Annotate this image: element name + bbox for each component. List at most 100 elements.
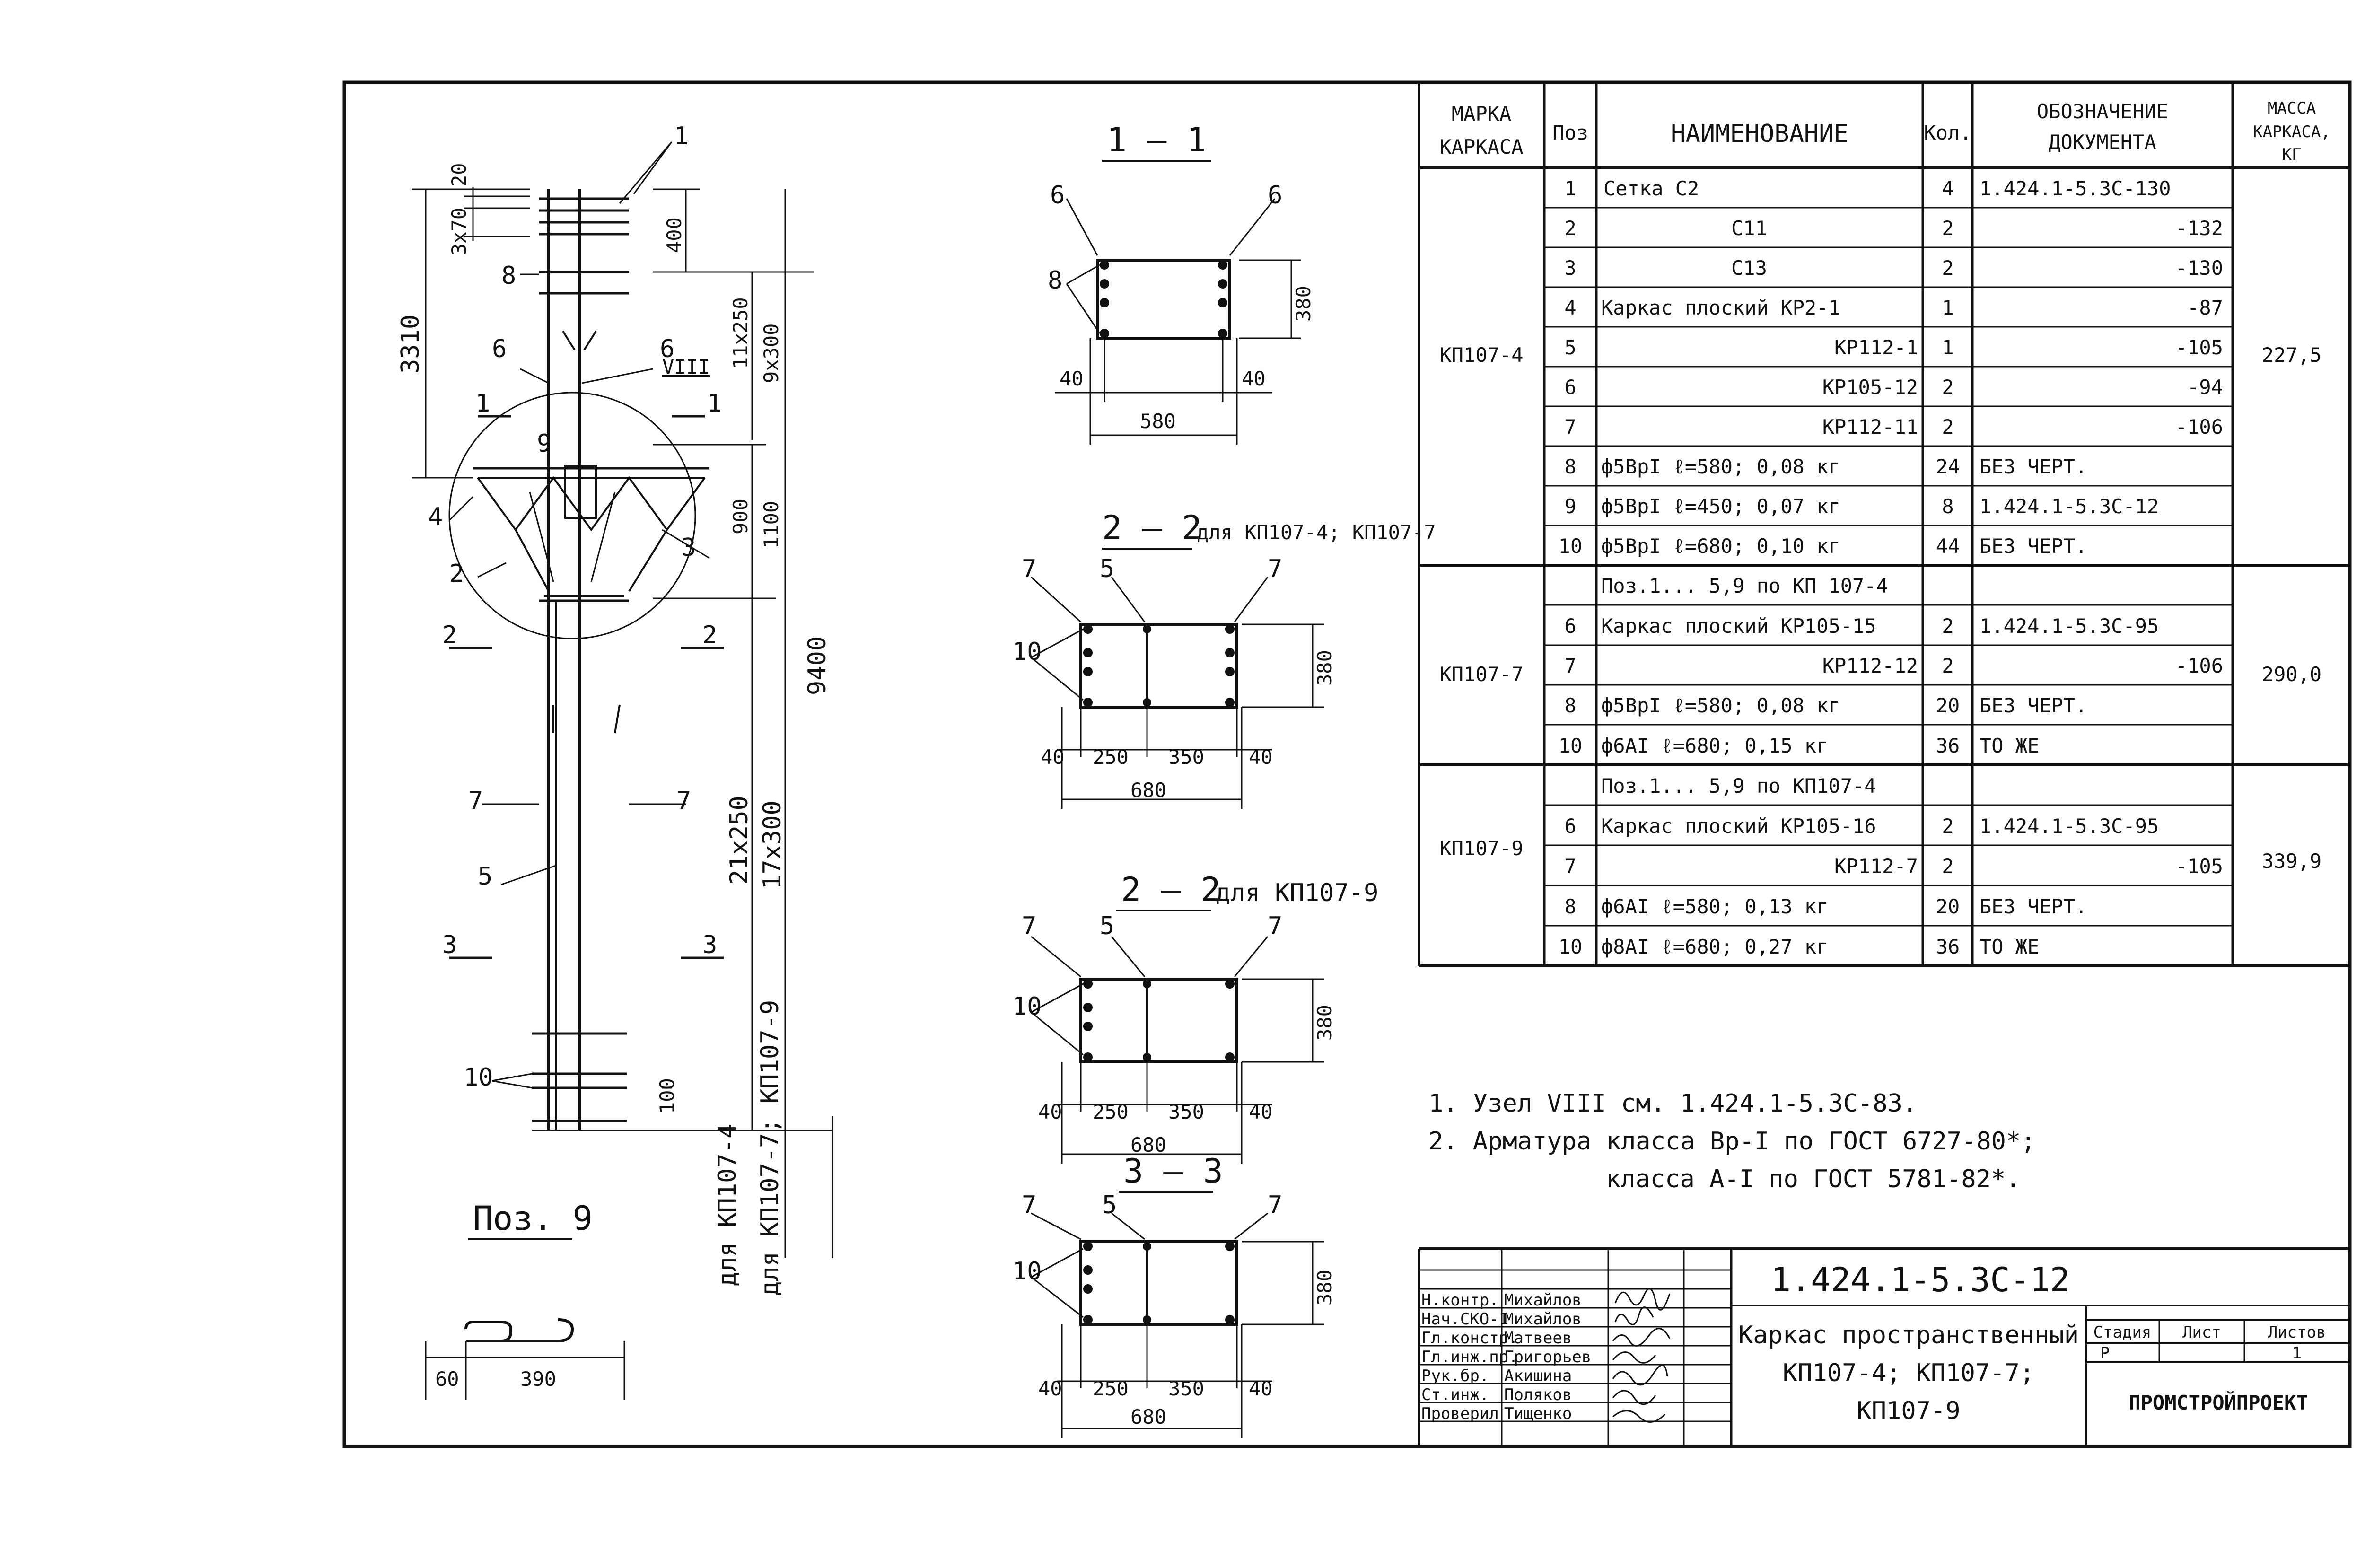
table-row-doc: БЕЗ ЧЕРТ. — [1980, 534, 2087, 558]
section-2-2a-note: для КП107-4; КП107-7 — [1197, 521, 1436, 544]
table-row-pos: 1 — [1564, 177, 1576, 200]
table-row-pos: 2 — [1564, 217, 1576, 240]
dim-11x250: 11x250 — [729, 297, 752, 369]
dim-400: 400 — [663, 217, 686, 253]
table-row-qty: 2 — [1942, 415, 1953, 438]
dim-3x70: 3x70 — [447, 208, 471, 255]
pos-callout-5: 5 — [478, 862, 492, 891]
pos-callout-10: 10 — [464, 1063, 493, 1092]
section-2-2b-dim-350: 350 — [1168, 1100, 1204, 1123]
section-2-2b-callout-7-left: 7 — [1022, 912, 1036, 940]
dim-9400: 9400 — [803, 636, 832, 695]
pos9-title: Поз. 9 — [473, 1199, 593, 1238]
section-2-2a-callout-7-right: 7 — [1268, 555, 1282, 583]
table-row-doc: ТО ЖЕ — [1980, 734, 2039, 757]
table-row-name: Поз.1... 5,9 по КП107-4 — [1601, 774, 1876, 797]
table-row-doc: БЕЗ ЧЕРТ. — [1980, 455, 2087, 478]
table-row-name: Каркас плоский КР2-1 — [1601, 296, 1840, 319]
spec-group-3-mass: 339,9 — [2262, 850, 2321, 873]
spec-group-2-mark: КП107-7 — [1439, 663, 1523, 686]
table-row-doc: -132 — [2175, 217, 2223, 240]
spec-group-1-rows: 1 Сетка С2 4 1.424.1-5.3С-130 2 С11 2 -1… — [1559, 177, 2223, 558]
section-2-2b-callout-10: 10 — [1012, 992, 1042, 1021]
table-row-qty: 1 — [1942, 336, 1953, 359]
section-1-1-callout-8: 8 — [1048, 266, 1062, 295]
staff-role: Гл.инж.пр. — [1421, 1348, 1518, 1367]
section-1-1-dim-40-left: 40 — [1060, 367, 1084, 390]
dim-21x250: 21x250 — [725, 796, 753, 885]
section-2-2b-callout-7-right: 7 — [1268, 912, 1282, 940]
dim-900: 900 — [729, 499, 752, 534]
section-2-2b-dim-40-left: 40 — [1038, 1100, 1062, 1123]
spec-group-3-rows: Поз.1... 5,9 по КП107-4 6 Каркас плоский… — [1559, 774, 2223, 958]
dim-20: 20 — [447, 163, 471, 187]
section-2-2a-callout-7-left: 7 — [1022, 555, 1036, 583]
section-3-3-dim-40-right: 40 — [1249, 1377, 1273, 1400]
length-note-kp107-7-9: для КП107-7; КП107-9 — [756, 1000, 784, 1296]
section-2-2b-dim-250: 250 — [1093, 1100, 1129, 1123]
stage-value: Р — [2100, 1344, 2110, 1363]
section-3-3: 3 – 3 7 5 7 10 380 40 250 350 40 680 — [1012, 1152, 1336, 1438]
table-row-pos: 4 — [1564, 296, 1576, 319]
table-row-doc: -106 — [2175, 654, 2223, 677]
pos-callout-9: 9 — [537, 429, 552, 458]
table-row-name: ф8АI ℓ=680; 0,27 кг — [1601, 935, 1828, 958]
section-3-3-callout-5: 5 — [1102, 1191, 1117, 1219]
table-row-name: КР112-1 — [1834, 336, 1918, 359]
spec-header-mass-2: КАРКАСА, — [2253, 123, 2330, 141]
spec-group-3-mark: КП107-9 — [1439, 837, 1523, 860]
sheets-value: 1 — [2292, 1344, 2302, 1363]
pos-callout-8: 8 — [501, 262, 516, 290]
table-row-name: КР112-7 — [1834, 855, 1918, 878]
section-mark-2-right: 2 — [702, 621, 717, 649]
table-row-name: ф5ВрI ℓ=580; 0,08 кг — [1601, 455, 1840, 478]
section-3-3-title: 3 – 3 — [1123, 1152, 1223, 1191]
table-row-qty: 36 — [1936, 734, 1960, 757]
table-row-doc: -105 — [2175, 336, 2223, 359]
section-2-2b-callout-5: 5 — [1100, 912, 1114, 940]
section-mark-1-left: 1 — [475, 389, 490, 418]
spec-header-mass-3: КГ — [2282, 145, 2302, 164]
pos-callout-6-left: 6 — [492, 335, 507, 363]
organization-name: ПРОМСТРОЙПРОЕКТ — [2128, 1391, 2308, 1414]
signatures — [1612, 1288, 1671, 1423]
section-2-2a-dim-40-right: 40 — [1249, 745, 1273, 769]
staff-name: Тищенко — [1504, 1404, 1572, 1423]
pos-callout-1: 1 — [674, 122, 689, 150]
section-2-2b-title: 2 – 2 — [1121, 870, 1221, 909]
table-row-pos: 7 — [1564, 415, 1576, 438]
table-row-name: ф5ВрI ℓ=580; 0,08 кг — [1601, 694, 1840, 717]
table-row-pos: 10 — [1559, 734, 1583, 757]
table-row-doc: ТО ЖЕ — [1980, 935, 2039, 958]
note-2: 2. Арматура класса Вр-I по ГОСТ 6727-80*… — [1428, 1127, 2036, 1156]
section-2-2a-title: 2 – 2 — [1102, 508, 1202, 547]
table-row-doc: -94 — [2187, 376, 2223, 399]
section-3-3-dim-380: 380 — [1313, 1270, 1336, 1305]
sheet-header: Лист — [2182, 1323, 2221, 1342]
spec-header-doc-1: ОБОЗНАЧЕНИЕ — [2037, 100, 2168, 123]
spec-group-1-mass: 227,5 — [2262, 343, 2321, 367]
dim-17x300: 17x300 — [758, 800, 787, 889]
table-row-qty: 2 — [1942, 376, 1953, 399]
spec-group-2-rows: Поз.1... 5,9 по КП 107-4 6 Каркас плоски… — [1559, 574, 2223, 757]
spec-header-pos: Поз — [1552, 121, 1588, 144]
section-3-3-callout-10: 10 — [1012, 1257, 1042, 1286]
section-2-2b-dim-380: 380 — [1313, 1005, 1336, 1041]
section-mark-1-right: 1 — [707, 389, 722, 418]
table-row-qty: 8 — [1942, 495, 1953, 518]
section-mark-2-left: 2 — [442, 621, 457, 649]
section-2-2a-callout-10: 10 — [1012, 638, 1042, 666]
table-row-qty: 4 — [1942, 177, 1953, 200]
table-row-qty: 2 — [1942, 256, 1953, 280]
pos9-dim-60: 60 — [435, 1367, 459, 1391]
staff-name: Акишина — [1504, 1367, 1572, 1385]
table-row-qty: 20 — [1936, 694, 1960, 717]
table-row-doc: БЕЗ ЧЕРТ. — [1980, 895, 2087, 918]
pos-callout-2: 2 — [449, 560, 464, 588]
table-row-name: С11 — [1731, 217, 1767, 240]
table-row-pos: 10 — [1559, 534, 1583, 558]
section-2-2b-note: для КП107-9 — [1216, 879, 1378, 907]
section-2-2a-callout-5: 5 — [1100, 555, 1114, 583]
table-row-qty: 2 — [1942, 855, 1953, 878]
